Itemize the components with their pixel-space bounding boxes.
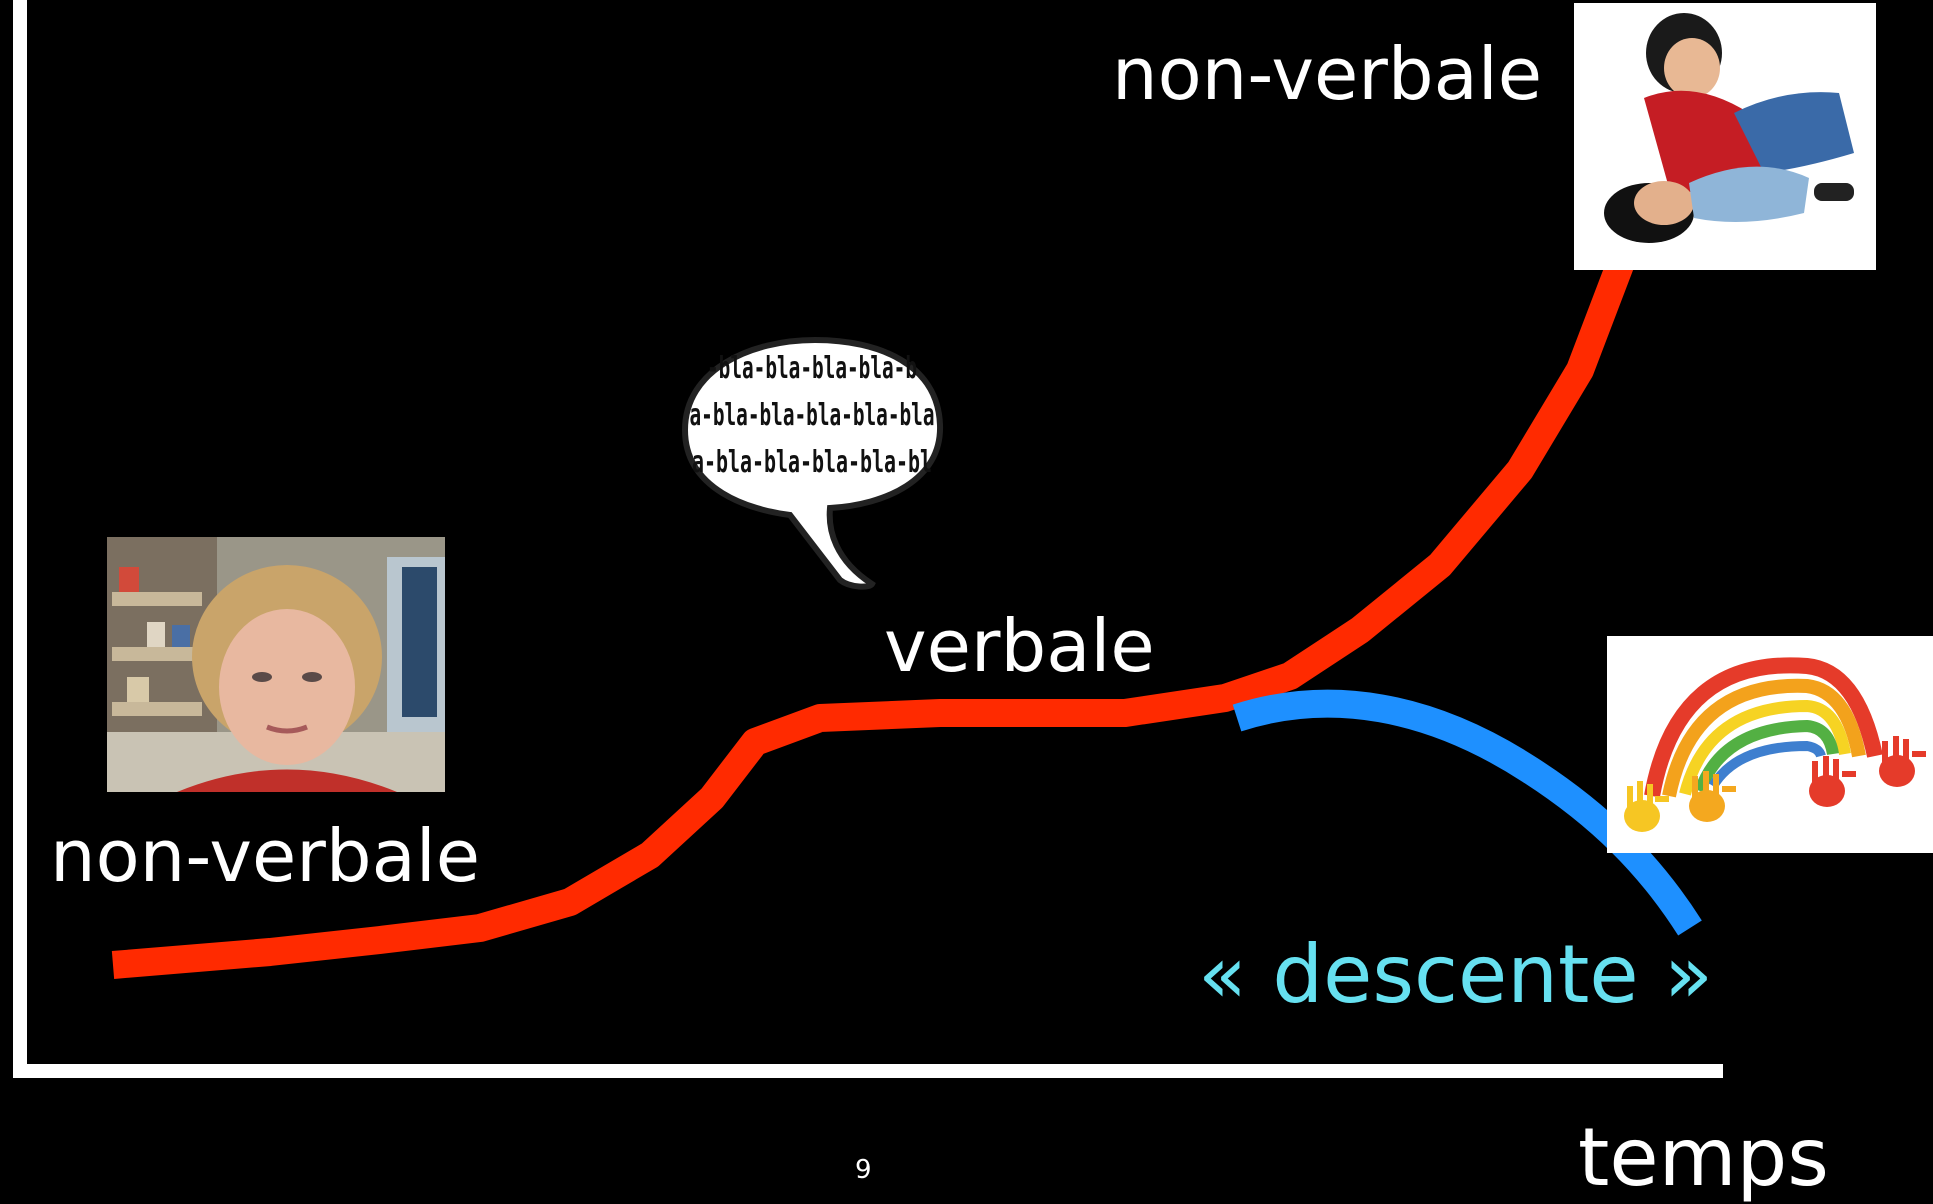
descent-curve (1232, 689, 1702, 936)
rainbow-handprints-image (1607, 636, 1933, 853)
bubble-line-1: -bla-bla-bla-bla-b (707, 351, 917, 386)
frowning-boy-image (107, 537, 445, 792)
bubble-line-2: a-bla-bla-bla-bla-bla (690, 398, 935, 433)
axis-label-temps: temps (1578, 1111, 1829, 1204)
bubble-line-3: a-bla-bla-bla-bla-bl (692, 445, 932, 480)
escalation-curve (111, 117, 1666, 979)
label-verbale: verbale (884, 604, 1155, 688)
label-non-verbale-top: non-verbale (1112, 32, 1542, 116)
speech-bubble: -bla-bla-bla-bla-b a-bla-bla-bla-bla-bla… (681, 336, 944, 590)
label-non-verbale-start: non-verbale (50, 814, 480, 898)
speech-bubble-outline (681, 336, 944, 590)
label-descente: « descente » (1198, 928, 1713, 1021)
fighting-boys-image (1574, 3, 1876, 270)
page-number: 9 (855, 1155, 872, 1185)
